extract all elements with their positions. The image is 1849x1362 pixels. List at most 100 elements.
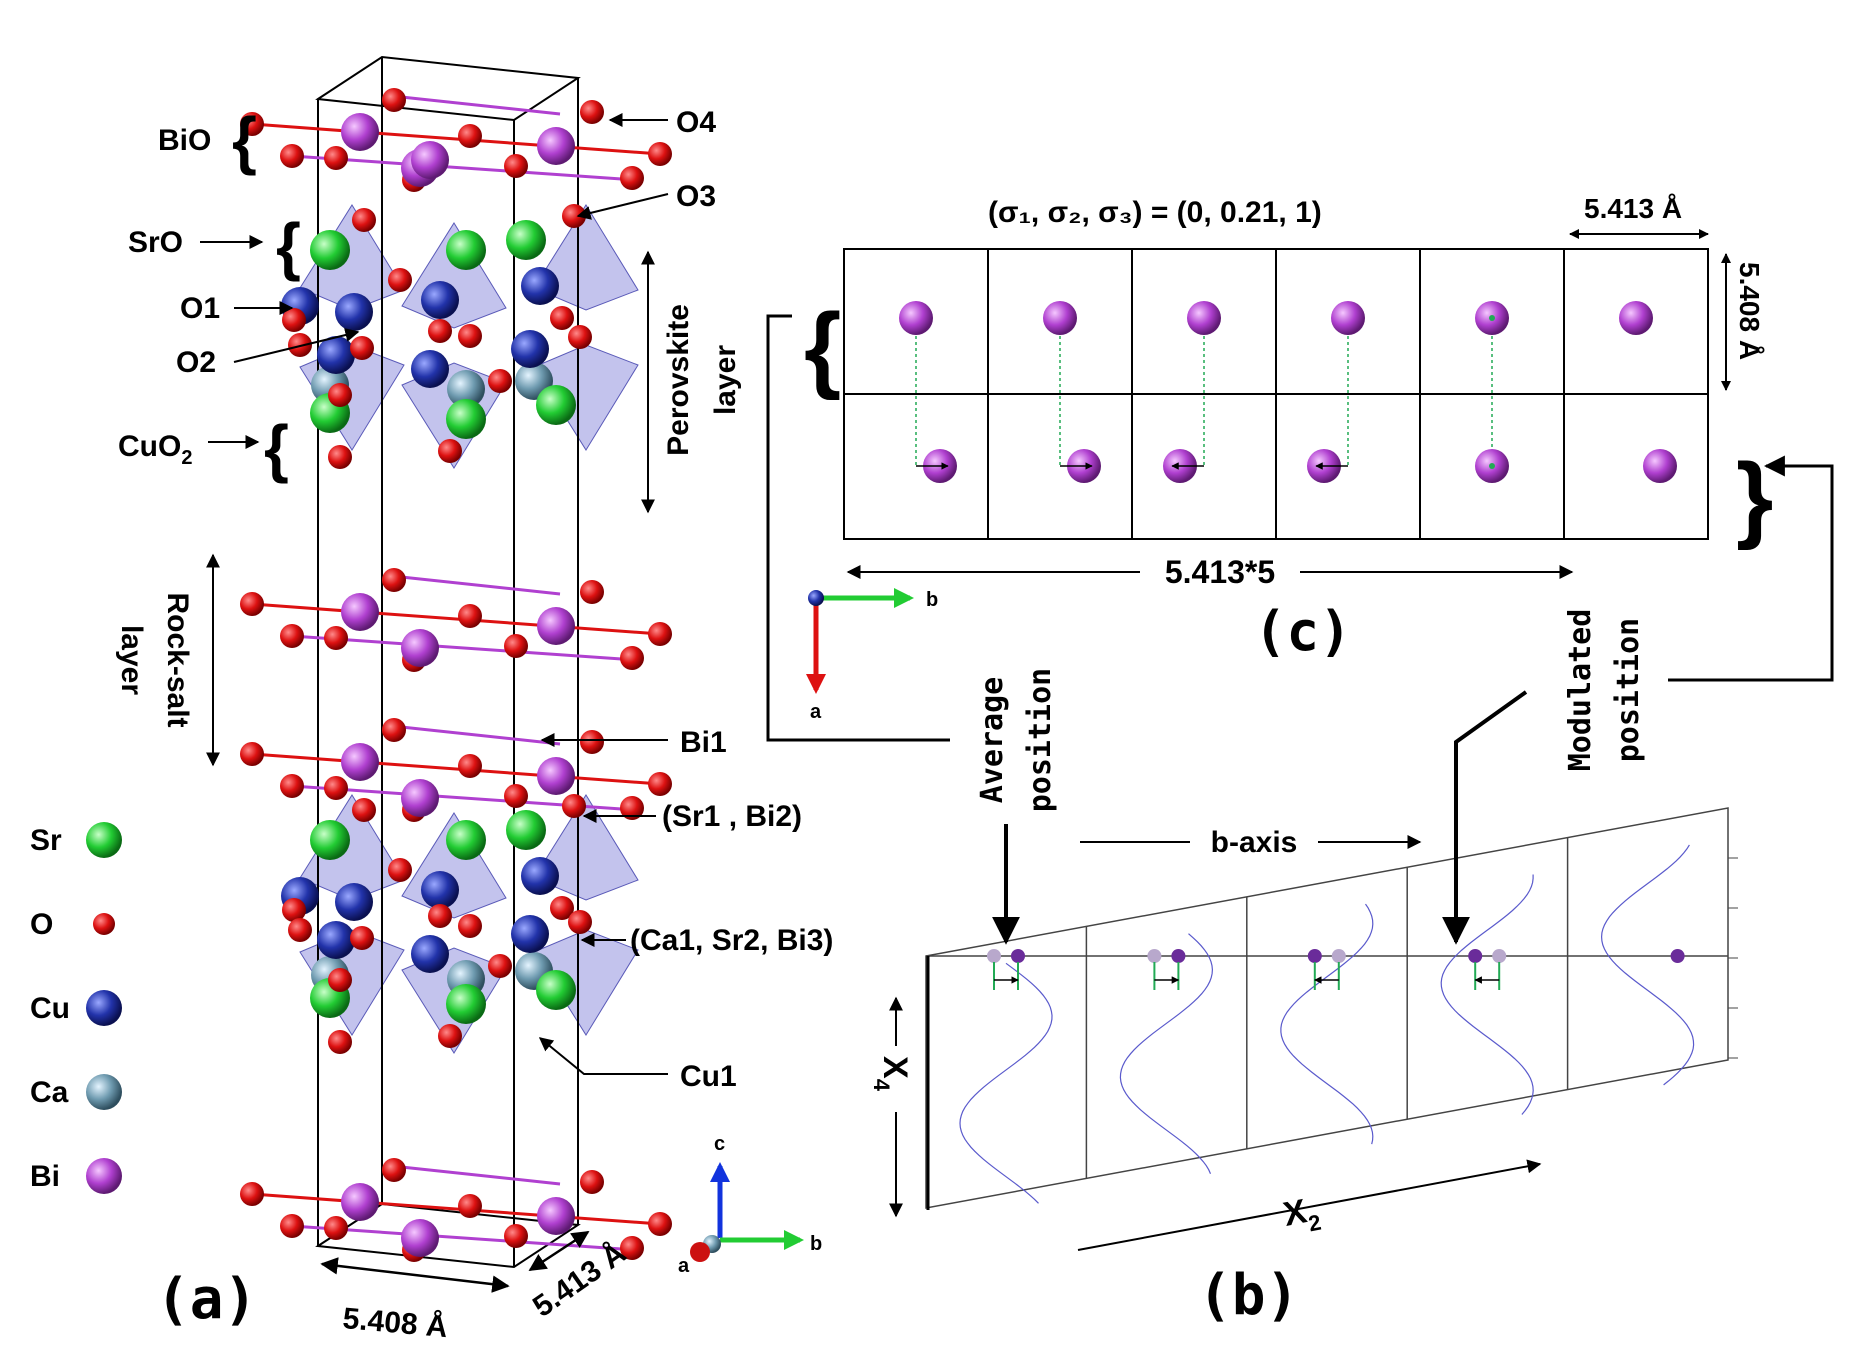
oxygen-atom xyxy=(382,88,406,112)
oxygen-atom xyxy=(550,306,574,330)
cuo2-sub: 2 xyxy=(181,447,192,469)
oxygen-atom xyxy=(288,918,312,942)
brace-average-row: { xyxy=(804,294,841,401)
oxygen-atom xyxy=(382,1158,406,1182)
axis-triad-a: c b a xyxy=(678,1133,822,1277)
cell-height-label: 5.408 Å xyxy=(1734,262,1765,360)
oxygen-atom xyxy=(324,1216,348,1240)
oxygen-atom xyxy=(282,308,306,332)
average-dot xyxy=(1492,949,1507,963)
bismuth-atom xyxy=(537,757,575,795)
oxygen-atom xyxy=(352,208,376,232)
modulation-curve xyxy=(1280,903,1374,1145)
copper-atom xyxy=(421,281,459,319)
label-sr1-bi2: (Sr1 , Bi2) xyxy=(662,800,802,833)
atom-layer xyxy=(240,88,672,1262)
copper-atom xyxy=(317,921,355,959)
bio-bond-line xyxy=(391,724,561,746)
label-b-length: 5.413 Å xyxy=(527,1236,632,1323)
brace-bio: { xyxy=(232,104,257,176)
modulated-down-arrow xyxy=(1442,690,1528,945)
oxygen-atom xyxy=(382,568,406,592)
legend-label: Ca xyxy=(30,1076,69,1109)
modulated-dot xyxy=(1307,949,1322,963)
label-o1: O1 xyxy=(180,292,220,325)
panel-a: BiO { SrO { O1 O2 CuO2 { Perovskite laye… xyxy=(30,55,833,1344)
oxygen-atom xyxy=(388,268,412,292)
oxygen-atom xyxy=(504,1224,528,1248)
a-dimension-arrow xyxy=(320,1257,510,1293)
oxygen-atom xyxy=(428,904,452,928)
average-label-1: Average xyxy=(975,677,1010,803)
modulation-curve xyxy=(1440,874,1534,1115)
arrow-o3 xyxy=(576,193,669,220)
bismuth-atom xyxy=(537,1197,575,1235)
panel-c: (σ₁, σ₂, σ₃) = (0, 0.21, 1) 5.413 Å 5.40… xyxy=(804,193,1773,723)
caption-a: (a) xyxy=(156,1267,257,1332)
brace-sro: { xyxy=(276,210,301,282)
superspace-grid xyxy=(925,807,1729,1209)
axis-a-label: a xyxy=(678,1255,690,1277)
axis-b-label-c: b xyxy=(926,589,938,611)
strontium-atom xyxy=(310,820,350,860)
bio-bond-line xyxy=(391,1164,561,1186)
bio-bond-line xyxy=(251,752,661,786)
bio-bond-line xyxy=(391,94,561,116)
oxygen-atom xyxy=(562,794,586,818)
span-label-bg xyxy=(1140,552,1300,592)
copper-atom xyxy=(335,293,373,331)
label-perovskite-1: Perovskite xyxy=(662,304,695,456)
bismuth-atom xyxy=(401,779,439,817)
copper-atom xyxy=(521,267,559,305)
oxygen-atom xyxy=(388,858,412,882)
bi-average-atom xyxy=(899,301,933,335)
oxygen-atom xyxy=(240,1182,264,1206)
bio-bond-line xyxy=(251,1192,661,1226)
modulation-curves xyxy=(959,844,1695,1204)
oxygen-atom xyxy=(620,1236,644,1260)
b-dimension-arrow xyxy=(528,1230,590,1272)
bismuth-atom xyxy=(341,113,379,151)
superspace-dividers xyxy=(1085,837,1738,1179)
oxygen-atom xyxy=(580,100,604,124)
bi-modulated-atom xyxy=(1643,449,1677,483)
legend-label: Bi xyxy=(30,1160,60,1193)
oxygen-atom xyxy=(240,112,264,136)
bismuth-atom xyxy=(411,141,449,179)
oxygen-atom xyxy=(504,154,528,178)
oxygen-atom xyxy=(620,796,644,820)
label-a-length: 5.408 Å xyxy=(341,1302,449,1344)
label-cu1: Cu1 xyxy=(680,1060,737,1093)
oxygen-atom xyxy=(458,754,482,778)
modulated-dot xyxy=(1670,949,1685,963)
oxygen-atom xyxy=(438,439,462,463)
oxygen-atom xyxy=(352,798,376,822)
label-ca1-sr2-bi3: (Ca1, Sr2, Bi3) xyxy=(630,924,833,957)
oxygen-atom xyxy=(458,1194,482,1218)
panel-b: b-axis X2 X4 Average position Modulated … xyxy=(869,609,1738,1328)
strontium-atom xyxy=(446,820,486,860)
oxygen-atom xyxy=(580,580,604,604)
copper-atom xyxy=(317,336,355,374)
modulated-label-2: position xyxy=(1611,618,1646,763)
bio-bond-line xyxy=(391,574,561,596)
oxygen-atom xyxy=(428,319,452,343)
modulation-curve xyxy=(1119,933,1214,1174)
x4-main: X xyxy=(876,1056,914,1079)
axis-a-stub xyxy=(690,1242,710,1262)
oxygen-atom xyxy=(324,146,348,170)
strontium-atom xyxy=(506,220,546,260)
strontium-atom xyxy=(536,385,576,425)
bi-atom-positions xyxy=(899,301,1677,483)
axis-triad-c: b a xyxy=(806,588,938,723)
oxygen-atom xyxy=(580,1170,604,1194)
legend-label: Sr xyxy=(30,824,62,857)
bi-average-atom xyxy=(1187,301,1221,335)
oxygen-atom xyxy=(282,898,306,922)
x4-label: X4 xyxy=(869,1056,914,1092)
axis-origin-c xyxy=(808,590,824,606)
center-dot xyxy=(1489,463,1495,469)
oxygen-atom xyxy=(328,383,352,407)
strontium-atom xyxy=(446,230,486,270)
legend-swatch xyxy=(86,990,122,1026)
